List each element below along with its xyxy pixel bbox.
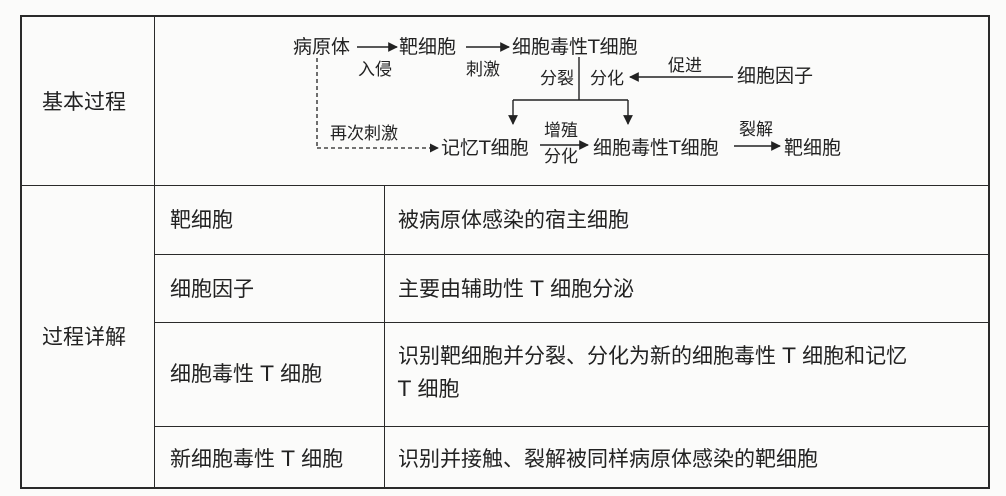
label-differentiate: 分化 (590, 69, 624, 89)
label-stimulate: 刺激 (466, 60, 500, 80)
table-border-bottom (20, 487, 990, 489)
label-divide: 分裂 (540, 69, 574, 89)
detail-term-target-cell: 靶细胞 (170, 208, 233, 232)
table-border-left (20, 15, 22, 489)
node-cytotoxic-t-2: 细胞毒性T细胞 (593, 137, 719, 159)
node-target-cell-2: 靶细胞 (784, 137, 841, 159)
detail-desc-new-cytotoxic-t: 识别并接触、裂解被同样病原体感染的靶细胞 (398, 447, 818, 471)
label-invade: 入侵 (358, 60, 392, 80)
row-divider-detail-2 (154, 322, 990, 323)
table-border-top (20, 15, 990, 17)
label-lyse: 裂解 (739, 120, 773, 140)
detail-desc-target-cell: 被病原体感染的宿主细胞 (398, 208, 629, 232)
row-divider-detail-3 (154, 426, 990, 427)
table-border-right (988, 15, 990, 489)
label-proliferate: 增殖 (544, 121, 578, 141)
label-promote: 促进 (668, 56, 702, 76)
node-memory-t: 记忆T细胞 (441, 137, 529, 159)
detail-term-new-cytotoxic-t: 新细胞毒性 T 细胞 (170, 447, 344, 471)
row-divider-main (20, 185, 990, 186)
label-differentiate-2: 分化 (544, 147, 578, 167)
node-cytokine: 细胞因子 (737, 65, 813, 87)
detail-term-cytotoxic-t: 细胞毒性 T 细胞 (170, 362, 323, 386)
node-target-cell: 靶细胞 (399, 36, 456, 58)
node-pathogen: 病原体 (293, 36, 350, 58)
node-cytotoxic-t: 细胞毒性T细胞 (512, 36, 638, 58)
label-restimulate: 再次刺激 (330, 124, 398, 144)
detail-term-cytokine: 细胞因子 (170, 277, 254, 301)
detail-desc-cytokine: 主要由辅助性 T 细胞分泌 (398, 277, 635, 301)
detail-desc-cytotoxic-t-line1: 识别靶细胞并分裂、分化为新的细胞毒性 T 细胞和记忆 (398, 344, 908, 368)
row-label-basic-process: 基本过程 (42, 90, 126, 114)
column-divider-1 (154, 15, 155, 489)
row-label-process-detail: 过程详解 (42, 325, 126, 349)
column-divider-2 (384, 185, 385, 489)
detail-desc-cytotoxic-t-line2: T 细胞 (398, 377, 460, 401)
row-divider-detail-1 (154, 254, 990, 255)
